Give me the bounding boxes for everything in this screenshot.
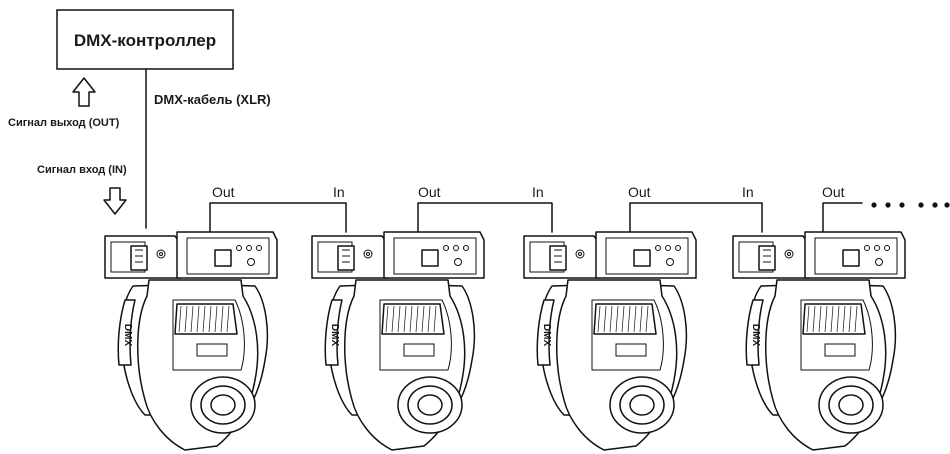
moving-head-fixture-3: DMX: [523, 231, 697, 451]
daisy-chain-cable-3: [629, 202, 763, 233]
moving-head-fixture-2: DMX: [311, 231, 485, 451]
arrow-down-icon: [103, 187, 127, 215]
fixture-logo: DMX: [329, 324, 340, 347]
fixture-logo: DMX: [122, 324, 133, 347]
fixture-logo: DMX: [541, 324, 552, 347]
cable-label: DMX-кабель (XLR): [154, 92, 271, 107]
dmx-controller-box: [56, 9, 234, 70]
daisy-chain-cable-1: [209, 202, 347, 233]
signal-in-label: Сигнал вход (IN): [37, 164, 127, 176]
moving-head-fixture-4: DMX: [732, 231, 906, 451]
fixture-2-out-label: Out: [418, 184, 441, 200]
continuation-dots: [871, 202, 950, 208]
arrow-up-icon: [72, 77, 96, 107]
fixture-logo: DMX: [750, 324, 761, 347]
controller-label: DMX-контроллер: [74, 31, 216, 50]
signal-out-label: Сигнал выход (OUT): [8, 117, 120, 129]
fixture-4-in-label: In: [742, 184, 754, 200]
daisy-chain-cable-2: [417, 202, 553, 233]
fixture-3-out-label: Out: [628, 184, 651, 200]
daisy-chain-cable-4: [822, 202, 863, 233]
fixture-1-out-label: Out: [212, 184, 235, 200]
fixture-2-in-label: In: [333, 184, 345, 200]
fixture-4-out-label: Out: [822, 184, 845, 200]
fixture-3-in-label: In: [532, 184, 544, 200]
moving-head-fixture-1: DMX: [104, 231, 278, 451]
